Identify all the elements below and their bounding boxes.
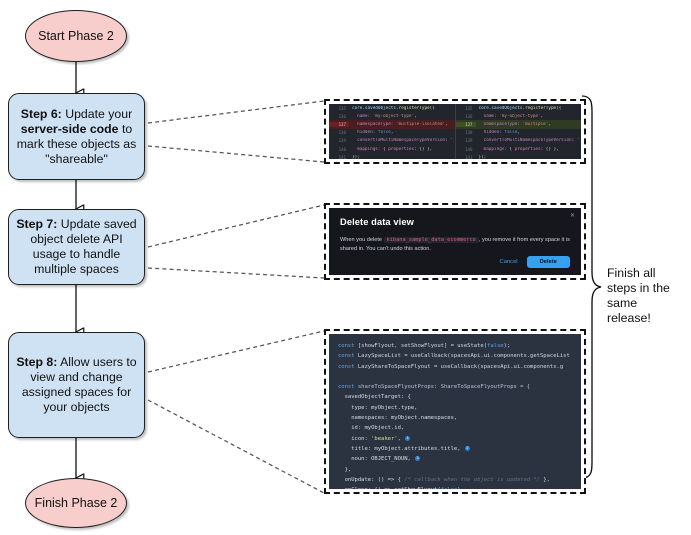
diff-line: 139 convertToMultiNamespaceTypeVersion: … <box>329 137 455 145</box>
node-step-7: Step 7: Update saved object delete API u… <box>8 209 145 285</box>
diff-line-code: mappings: { properties: {} }, <box>478 146 559 152</box>
code-line: onClose: () => setShowFlyout(false), <box>338 485 581 489</box>
diff-line: 136 name: 'my-object-type', <box>456 112 582 120</box>
code-line: id: myObject.id, <box>338 425 405 432</box>
brace-note-text: Finish all steps in the same release! <box>607 266 670 325</box>
diff-line-code: name: 'my-object-type', <box>478 113 544 119</box>
diff-line-code: convertToMultiNamespaceTypeVersion: ' <box>352 138 453 144</box>
modal-body-suffix: , you remove it from every space it is s… <box>340 237 570 252</box>
diff-line: 135 core.savedObjects.registerType({ <box>456 104 582 112</box>
code-line: savedObjectTarget: { <box>338 394 411 401</box>
modal-body-text: When you delete kibana_sample_data_ecomm… <box>340 236 570 253</box>
step-badge: 1 <box>405 435 411 441</box>
diff-line-number: 137 <box>329 121 349 127</box>
code-line: onUpdate: () => { /* callback when the o… <box>338 476 550 483</box>
diff-line-code: }); <box>352 154 360 159</box>
modal-object-name: kibana_sample_data_ecommerce <box>383 237 479 243</box>
delete-button[interactable]: Delete <box>526 255 570 268</box>
callout-delete-data-view-modal: ✕ Delete data view When you delete kiban… <box>324 203 586 280</box>
node-finish-label: Finish Phase 2 <box>34 496 118 510</box>
diff-line-code: core.savedObjects.registerType({ <box>352 105 435 111</box>
callout-share-to-space-code: const [showFlyout, setShowFlyout] = useS… <box>324 329 586 494</box>
modal-actions: Cancel Delete <box>499 255 570 268</box>
diff-line-number: 140 <box>465 146 473 152</box>
diff-line-number: 139 <box>465 138 473 144</box>
diff-line-code: namespaceType: 'multiple-isolated', <box>352 121 448 127</box>
close-icon[interactable]: ✕ <box>569 213 575 219</box>
modal-title: Delete data view <box>340 217 414 227</box>
diff-line-code: name: 'my-object-type', <box>352 113 417 119</box>
code-line: namespaces: myObject.namespaces, <box>338 415 458 422</box>
diff-line: 137 namespaceType: 'multiple', <box>455 120 581 129</box>
diff-line: 137 namespaceType: 'multiple-isolated', <box>329 120 455 129</box>
cancel-button[interactable]: Cancel <box>499 258 518 265</box>
diff-line-number: 141 <box>338 154 346 159</box>
code-line: const LazySpaceList = useCallback(spaces… <box>338 353 570 360</box>
diff-line-number: 135 <box>465 105 473 111</box>
node-start-label: Start Phase 2 <box>38 29 114 43</box>
code-line: title: myObject.attributes.title, 2 <box>338 445 470 452</box>
diff-line-number: 137 <box>455 121 476 127</box>
code-line: type: myObject.type, <box>338 404 418 411</box>
modal-screenshot: ✕ Delete data view When you delete kiban… <box>329 208 581 275</box>
diff-line-code: hidden: false, <box>352 130 394 136</box>
diff-line-code: }); <box>478 154 487 159</box>
modal-body-prefix: When you delete <box>340 237 382 243</box>
step-badge: 3 <box>415 456 421 462</box>
node-finish-phase-2: Finish Phase 2 <box>25 478 127 528</box>
diff-line-number: 138 <box>338 130 346 136</box>
diff-line-code: convertToMultiNamespaceTypeVersion: ' <box>478 138 580 144</box>
node-step-6: Step 6: Update your server-side code to … <box>8 93 145 180</box>
diff-line: 135 core.savedObjects.registerType({ <box>329 104 455 112</box>
code-lines: const [showFlyout, setShowFlyout] = useS… <box>329 334 581 489</box>
node-step-8-label: Step 8: Allow users to view and change a… <box>16 355 137 414</box>
code-line: const shareToSpaceFlyoutProps: ShareToSp… <box>338 384 531 391</box>
diff-line-number: 140 <box>338 146 346 152</box>
code-line: noun: OBJECT_NOUN, 3 <box>338 456 421 463</box>
diff-line-number: 139 <box>338 138 346 144</box>
diff-line-number: 141 <box>465 154 473 159</box>
diff-line: 140 mappings: { properties: {} }, <box>456 145 582 153</box>
code-line <box>338 372 581 382</box>
diff-line-code: hidden: false, <box>478 130 520 136</box>
code-screenshot: const [showFlyout, setShowFlyout] = useS… <box>329 334 581 489</box>
diff-line-code: mappings: { properties: {} }, <box>352 146 433 152</box>
diff-line-code: namespaceType: 'multiple', <box>478 121 551 127</box>
brace-note: Finish all steps in the same release! <box>607 266 683 326</box>
diff-line: 136 name: 'my-object-type', <box>329 112 455 120</box>
diff-line: 141}); <box>456 153 582 159</box>
node-step-6-label: Step 6: Update your server-side code to … <box>16 106 137 166</box>
diff-line-number: 136 <box>338 113 346 119</box>
diff-line-number: 135 <box>338 105 346 111</box>
diff-line-number: 138 <box>465 130 473 136</box>
code-line: const LazyShareToSpaceFlyout = useCallba… <box>338 363 564 370</box>
diff-line-code: core.savedObjects.registerType({ <box>478 105 562 111</box>
diff-line: 138 hidden: false, <box>329 129 455 137</box>
diff-line: 139 convertToMultiNamespaceTypeVersion: … <box>456 137 582 145</box>
diff-line: 140 mappings: { properties: {} }, <box>329 145 455 153</box>
diff-line: 141}); <box>329 153 455 159</box>
code-line: }, <box>338 466 352 473</box>
node-step-8: Step 8: Allow users to view and change a… <box>8 332 145 438</box>
node-step-7-label: Step 7: Update saved object delete API u… <box>16 217 137 276</box>
diff-line-number: 136 <box>465 113 473 119</box>
code-line: icon: 'beaker', 1 <box>338 435 411 442</box>
code-line: const [showFlyout, setShowFlyout] = useS… <box>338 343 511 349</box>
step-badge: 2 <box>464 445 470 451</box>
diff-line: 138 hidden: false, <box>456 129 582 137</box>
node-start-phase-2: Start Phase 2 <box>25 10 127 62</box>
